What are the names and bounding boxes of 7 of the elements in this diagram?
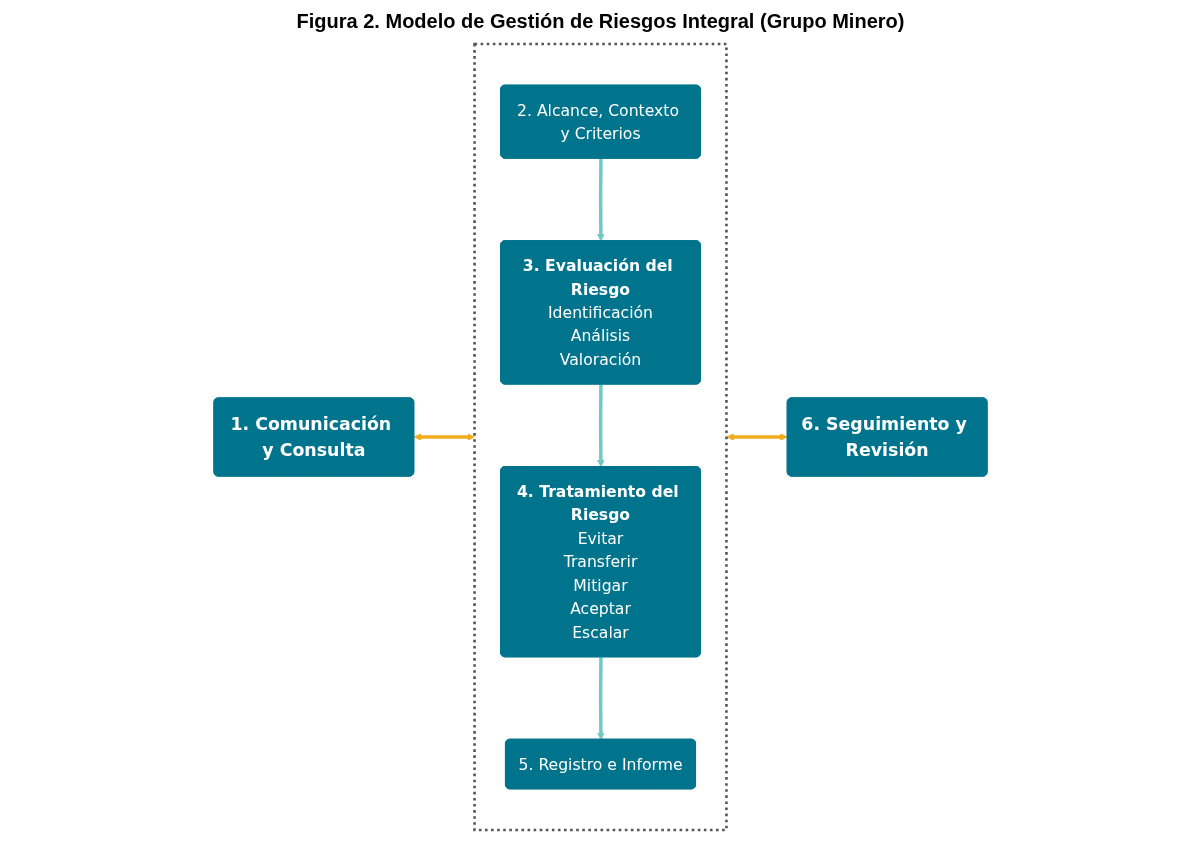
arrow bbox=[597, 384, 605, 468]
cluster bbox=[473, 42, 728, 832]
figure-title: Figura 2. Modelo de Gestión de Riesgos Integral (Grupo Minero) bbox=[295, 10, 906, 33]
arrow bbox=[597, 158, 605, 242]
arrow bbox=[413, 433, 475, 441]
arrow bbox=[726, 433, 788, 441]
arrow bbox=[597, 657, 605, 741]
